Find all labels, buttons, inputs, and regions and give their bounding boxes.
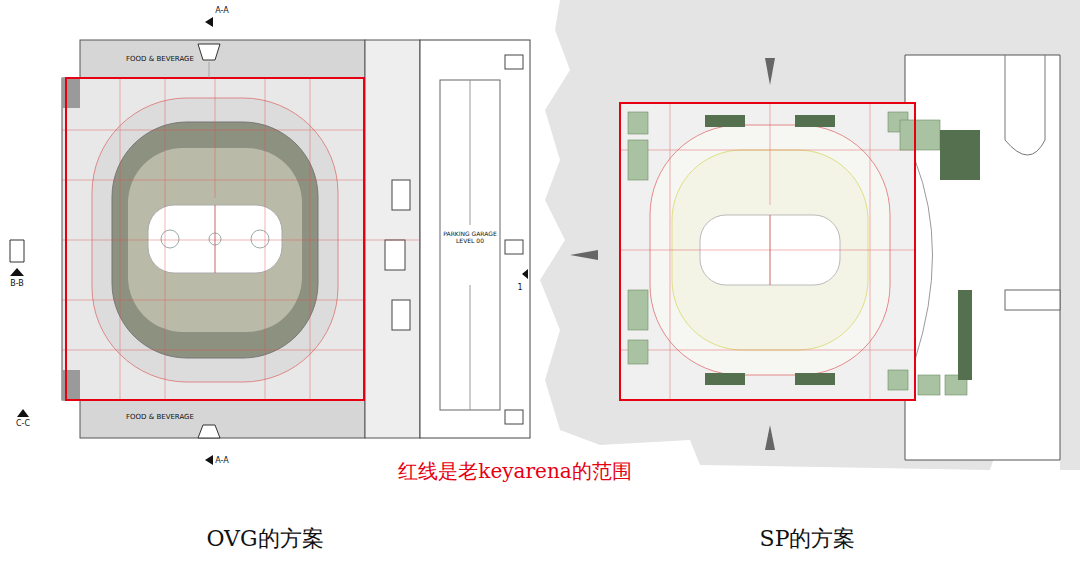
plan-caption: OVG的方案	[0, 524, 530, 554]
section-marker: B-B	[10, 279, 24, 288]
ovg-plan	[10, 17, 530, 465]
note-text: 红线是老keyarena的范围	[394, 458, 635, 485]
section-marker: C-C	[16, 419, 30, 428]
room-label: FOOD & BEVERAGE	[126, 413, 194, 421]
room-label: PARKING GARAGE LEVEL 00	[442, 230, 498, 244]
plan-caption: SP的方案	[535, 524, 1080, 554]
room-label: FOOD & BEVERAGE	[126, 55, 194, 63]
grid-number: 1	[517, 283, 522, 292]
section-marker: A-A	[215, 6, 228, 15]
section-marker: A-A	[215, 456, 228, 465]
sp-plan	[540, 0, 1080, 470]
